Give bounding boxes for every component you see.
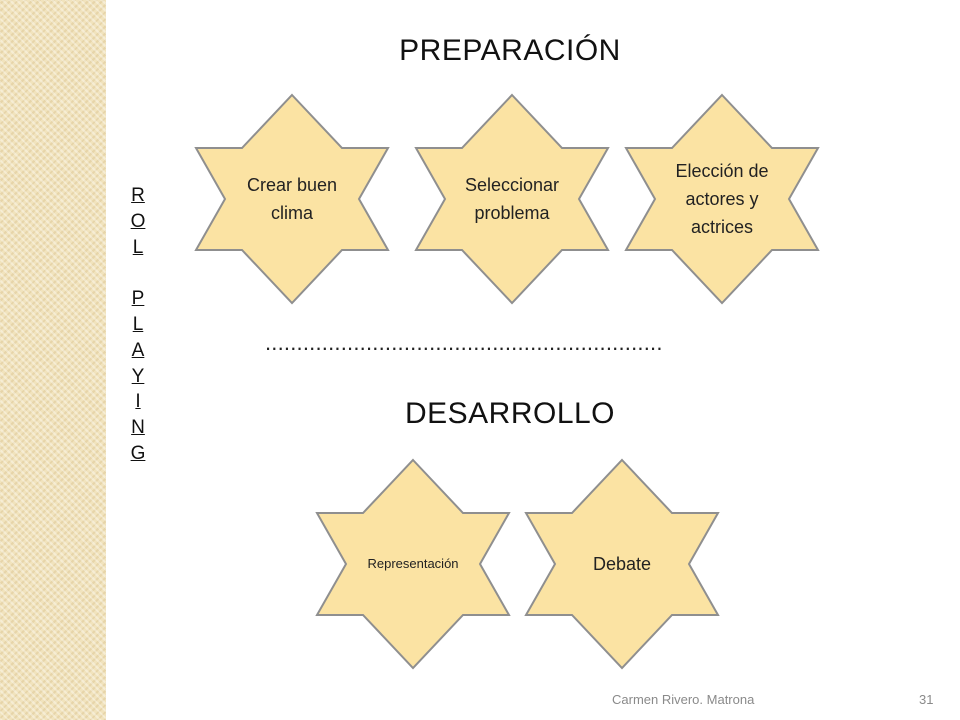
vertical-rol-playing-text: R O L P L A Y I N G <box>118 183 158 467</box>
star-shape-icon <box>624 93 820 305</box>
decorative-side-strip <box>0 0 106 720</box>
vertical-letter: A <box>131 339 145 361</box>
star-debate: Debate <box>524 458 720 670</box>
star-label: Debate <box>592 554 652 574</box>
vertical-letter: L <box>132 236 144 258</box>
section-title-preparacion: PREPARACIÓN <box>399 34 621 67</box>
star-shape-icon <box>414 93 610 305</box>
vertical-letter: I <box>135 391 141 413</box>
vertical-letter: P <box>131 288 145 310</box>
footer-page-number: 31 <box>919 692 934 707</box>
vertical-letter: G <box>130 442 146 464</box>
vertical-letter: Y <box>131 365 145 387</box>
star-seleccionar-problema: Seleccionar problema <box>414 93 610 305</box>
star-representacion: Representación <box>315 458 511 670</box>
vertical-letter: R <box>131 185 145 206</box>
section-title-desarrollo: DESARROLLO <box>404 397 616 430</box>
vertical-letter: N <box>131 417 145 439</box>
star-label: Crear buen clima <box>246 175 338 223</box>
footer-author: Carmen Rivero. Matrona <box>612 692 755 707</box>
vertical-letter-spacer <box>118 260 158 286</box>
star-label: Seleccionar problema <box>464 175 560 223</box>
dotted-separator: ........................................… <box>265 330 663 355</box>
star-eleccion-actores: Elección de actores y actrices <box>624 93 820 305</box>
vertical-letter: L <box>132 313 144 335</box>
star-label: Elección de actores y actrices <box>675 161 769 237</box>
star-shape-icon <box>524 458 720 670</box>
star-shape-icon <box>194 93 390 305</box>
star-label: Representación <box>367 556 459 571</box>
star-crear-buen-clima: Crear buen clima <box>194 93 390 305</box>
vertical-letter: O <box>130 210 146 232</box>
star-shape-icon <box>315 458 511 670</box>
